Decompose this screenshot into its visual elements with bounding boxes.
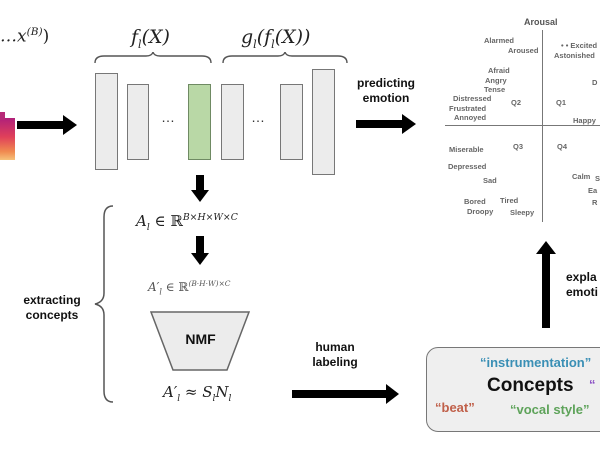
- emotion-alarmed: Alarmed: [484, 36, 515, 45]
- emotion-miserable: Miserable: [449, 145, 484, 154]
- nmf-block: [150, 311, 251, 371]
- extract-arrow-2: [191, 236, 209, 265]
- extract-arrow-1: [191, 175, 209, 202]
- human-labeling-arrow: [292, 384, 399, 404]
- explaining-arrow: [536, 241, 556, 328]
- concepts-box: [426, 347, 600, 432]
- decoder-brace: [222, 52, 348, 64]
- emotion-astonished: Astonished: [554, 51, 595, 60]
- concept-instrumentation: “instrumentation”: [480, 355, 592, 370]
- batch-formula: …x(B)): [0, 26, 50, 47]
- emotion-tired: Tired: [500, 196, 519, 205]
- emotion-excited: • • Excited: [561, 41, 598, 50]
- activation-formula: Al ∈ ℝB×H×W×C: [136, 212, 238, 233]
- decoder-layer-output: [312, 69, 335, 175]
- concept-beat: “beat”: [435, 400, 475, 415]
- emotion-afraid: Afraid: [488, 66, 510, 75]
- emotion-sad: Sad: [483, 176, 497, 185]
- emotion-annoyed: Annoyed: [454, 113, 487, 122]
- concepts-title: Concepts: [487, 375, 574, 396]
- encoder-layer-1: [95, 73, 118, 170]
- emotion-delighted: D: [592, 78, 598, 87]
- concept-partial: “: [589, 377, 596, 392]
- quadrant-q1: Q1: [556, 98, 567, 107]
- concept-vocal-style: “vocal style”: [510, 402, 590, 417]
- emotion-aroused: Aroused: [508, 46, 539, 55]
- extraction-brace: [94, 205, 114, 403]
- emotion-distressed: Distressed: [453, 94, 492, 103]
- decoder-layer-2: [280, 84, 303, 160]
- emotion-droopy: Droopy: [467, 207, 494, 216]
- factorization-formula: A′l ≈ SlNl: [163, 383, 232, 404]
- decoder-ellipsis: …: [251, 109, 266, 125]
- decoder-label: gl(fl(X)): [241, 26, 311, 51]
- input-spectrogram-top: [0, 112, 5, 120]
- reshaped-formula: A′l ∈ ℝ(B·H·W)×C: [148, 279, 231, 297]
- explaining-emotion-label: expla emoti: [566, 270, 599, 299]
- encoder-ellipsis: …: [161, 109, 176, 125]
- encoder-label: fl(X): [131, 26, 170, 51]
- encoder-layer-2: [127, 84, 149, 160]
- input-spectrogram: [0, 118, 15, 160]
- emotion-relaxed: R: [592, 198, 598, 207]
- emotion-at-ease: Ea: [588, 186, 598, 195]
- predicting-arrow: [356, 114, 416, 134]
- emotion-frustrated: Frustrated: [449, 104, 487, 113]
- emotion-angry: Angry: [485, 76, 507, 85]
- emotion-bored: Bored: [464, 197, 486, 206]
- arousal-axis-label: Arousal: [524, 17, 558, 27]
- input-arrow: [17, 115, 77, 135]
- predicting-emotion-label: predicting emotion: [356, 76, 415, 105]
- quadrant-q4: Q4: [557, 142, 568, 151]
- quadrant-q2: Q2: [511, 98, 522, 107]
- emotion-serene: S: [595, 174, 600, 183]
- emotion-sleepy: Sleepy: [510, 208, 535, 217]
- decoder-layer-1: [221, 84, 244, 160]
- emotion-calm: Calm: [572, 172, 591, 181]
- nmf-label: NMF: [185, 331, 216, 347]
- emotion-depressed: Depressed: [448, 162, 487, 171]
- extracting-concepts-label: extracting concepts: [23, 293, 81, 322]
- emotion-happy: Happy: [573, 116, 596, 125]
- quadrant-q3: Q3: [513, 142, 524, 151]
- encoder-layer-target: [188, 84, 211, 160]
- encoder-brace: [94, 52, 212, 64]
- emotion-tense: Tense: [484, 85, 506, 94]
- valence-axis: [445, 125, 600, 127]
- human-labeling-label: human labeling: [312, 340, 358, 369]
